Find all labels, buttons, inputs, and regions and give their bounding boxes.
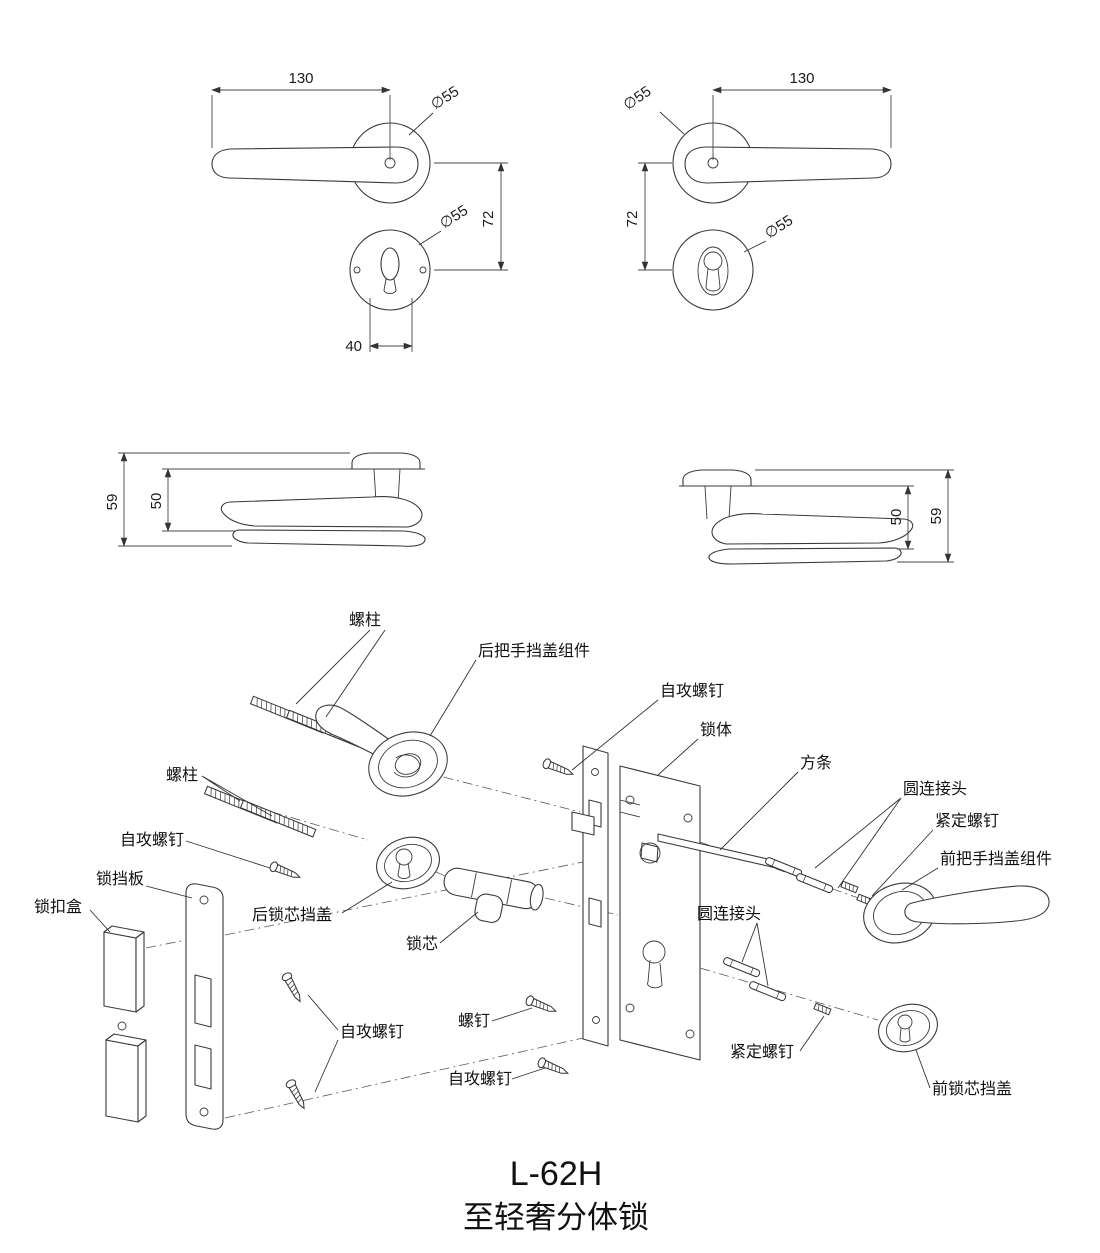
dim-front-right-cyl-dia: ∅55 xyxy=(743,212,796,253)
screw-hole-right xyxy=(419,266,427,274)
rear-cylinder-cover-drawing xyxy=(376,836,440,890)
rose-cap-side xyxy=(682,469,752,487)
side-view-left: 59 50 xyxy=(104,452,426,547)
product-name: 至轻奢分体锁 xyxy=(463,1200,649,1235)
stud-screw xyxy=(240,799,317,838)
dim-text-side-left-overall: 59 xyxy=(104,494,121,511)
lever-side xyxy=(711,513,914,545)
self-tapping-screw xyxy=(541,757,576,780)
label-screw: 螺钉 xyxy=(458,1012,490,1030)
lever-handle xyxy=(684,146,892,184)
thumbturn-tail xyxy=(383,278,397,294)
front-lever xyxy=(904,885,1050,925)
lever-side xyxy=(220,496,423,528)
callouts: 螺柱 后把手挡盖组件 自攻螺钉 锁体 方条 圆连接头 紧定螺钉 前把手挡盖组件 … xyxy=(34,611,1052,1098)
screw-hole-left xyxy=(353,266,361,274)
strike-plate-drawing xyxy=(185,883,224,1130)
label-stud-top: 螺柱 xyxy=(349,611,381,629)
model-code: L-62H xyxy=(510,1155,603,1193)
label-self-tapping-screw-bottom: 自攻螺钉 xyxy=(448,1070,512,1088)
label-stud-mid: 螺柱 xyxy=(166,766,198,784)
dim-side-left-inner: 50 xyxy=(148,468,350,532)
rear-handle-assembly xyxy=(315,704,448,797)
dim-text-width-right: 130 xyxy=(789,70,814,87)
dim-text-side-right-overall: 59 xyxy=(928,508,945,525)
base-plate-side xyxy=(232,529,426,547)
label-round-connector-upper: 圆连接头 xyxy=(903,780,967,798)
label-front-cylinder-cover: 前锁芯挡盖 xyxy=(932,1080,1012,1098)
self-tapping-screw xyxy=(536,1056,571,1079)
dim-front-right-rose-dia: ∅55 xyxy=(620,83,685,135)
front-view-right: 130 ∅55 72 ∅55 xyxy=(620,70,892,311)
front-view-left: 130 ∅55 72 ∅55 40 xyxy=(211,70,508,355)
dim-front-left-rose-dia: ∅55 xyxy=(408,83,462,136)
dim-side-right-inner: 50 xyxy=(755,485,914,550)
thumbturn xyxy=(380,247,400,281)
strike-box-drawing xyxy=(103,925,147,1123)
label-square-spindle: 方条 xyxy=(800,754,832,772)
label-self-tapping-screw-top: 自攻螺钉 xyxy=(660,682,724,700)
round-connector xyxy=(795,872,835,894)
dim-text-rose-dia-right: ∅55 xyxy=(620,83,654,114)
dim-front-right-spacing: 72 xyxy=(624,162,672,271)
dim-text-spacing-left: 72 xyxy=(480,211,497,228)
front-handle-assembly xyxy=(863,882,1050,944)
self-tapping-screw xyxy=(284,1077,309,1112)
machine-screw xyxy=(524,994,559,1017)
label-round-connector-lower: 圆连接头 xyxy=(697,905,761,923)
label-set-screw-upper: 紧定螺钉 xyxy=(935,812,999,830)
label-self-tapping-screw-mid: 自攻螺钉 xyxy=(120,831,184,849)
exploded-view: 螺柱 后把手挡盖组件 自攻螺钉 锁体 方条 圆连接头 紧定螺钉 前把手挡盖组件 … xyxy=(34,611,1052,1130)
dim-text-spacing-right: 72 xyxy=(624,211,641,228)
label-lock-cylinder: 锁芯 xyxy=(406,935,438,953)
label-self-tapping-screw-left: 自攻螺钉 xyxy=(340,1023,404,1041)
keyhole-slot xyxy=(705,267,721,292)
dim-text-turn-dia-left: ∅55 xyxy=(437,202,471,232)
faceplate xyxy=(582,745,609,1047)
dim-front-left-width: 130 xyxy=(211,70,391,160)
label-rear-cylinder-cover: 后锁芯挡盖 xyxy=(252,906,332,924)
dim-front-left-spacing: 72 xyxy=(434,162,508,271)
dim-text-side-left-inner: 50 xyxy=(148,493,165,510)
lever-handle xyxy=(211,146,419,184)
lock-case xyxy=(619,765,701,1061)
dim-text-width-left: 130 xyxy=(288,70,313,87)
dim-text-rose-dia-left: ∅55 xyxy=(428,83,462,113)
label-rear-handle-cover-assembly: 后把手挡盖组件 xyxy=(478,642,590,660)
dim-side-right-overall: 59 xyxy=(755,469,954,563)
keyhole-circle xyxy=(703,251,723,271)
set-screw xyxy=(840,880,859,894)
self-tapping-screw xyxy=(280,970,305,1005)
euro-profile-outline xyxy=(697,246,729,296)
dim-front-left-turn-dia: ∅55 xyxy=(418,202,471,246)
handle-neck xyxy=(704,485,732,520)
label-lock-guard-plate: 锁挡板 xyxy=(96,870,144,888)
rear-rose xyxy=(368,731,448,797)
dim-text-side-right-inner: 50 xyxy=(888,509,905,526)
self-tapping-screw xyxy=(268,860,303,883)
set-screw xyxy=(813,1002,832,1016)
label-front-handle-cover-assembly: 前把手挡盖组件 xyxy=(940,850,1052,868)
lock-body-drawing xyxy=(571,745,701,1061)
base-plate-side xyxy=(708,547,902,565)
label-strike-box: 锁扣盒 xyxy=(34,898,82,916)
dim-front-right-width: 130 xyxy=(712,70,892,160)
label-set-screw-lower: 紧定螺钉 xyxy=(730,1043,794,1061)
front-cylinder-cover-drawing xyxy=(878,1003,938,1053)
lock-cylinder-drawing xyxy=(443,867,544,923)
label-lock-body: 锁体 xyxy=(700,721,732,739)
dim-front-left-turn-width: 40 xyxy=(345,298,413,355)
round-connector xyxy=(722,956,762,978)
dim-text-cyl-dia-right: ∅55 xyxy=(762,212,796,242)
dim-text-turn-width: 40 xyxy=(345,338,362,355)
side-view-right: 50 59 xyxy=(679,469,954,565)
dim-side-left-overall: 59 xyxy=(104,452,350,547)
rose-cap-side xyxy=(351,452,421,470)
